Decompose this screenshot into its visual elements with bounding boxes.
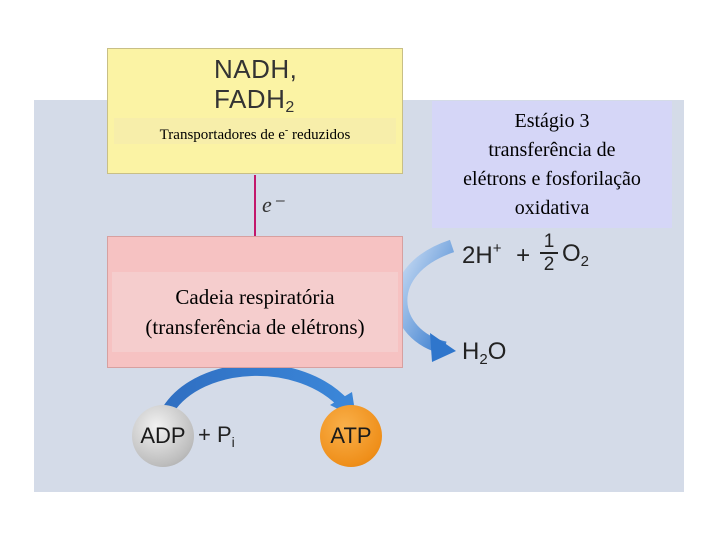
respiratory-chain-label: Cadeia respiratória (transferência de el… [112, 272, 398, 352]
chain-label-line1: Cadeia respiratória [175, 285, 335, 309]
stage-description-box: Estágio 3 transferência de elétrons e fo… [432, 101, 672, 228]
water-formula: H2O [462, 338, 507, 368]
carriers-formula: NADH, FADH2 [214, 54, 297, 123]
fadh2-label: FADH2 [214, 84, 295, 116]
one-half-fraction: 1 2 [540, 232, 558, 274]
atp-circle: ATP [320, 405, 382, 467]
water-formation-arrow [394, 239, 455, 355]
nadh-label: NADH, [214, 54, 298, 84]
stage-line2: transferência de [488, 138, 616, 161]
proton-oxygen-reactants: 2H+ + [462, 240, 531, 269]
reduced-carriers-box [107, 48, 403, 174]
oxygen-formula: O2 [562, 240, 590, 270]
chain-label-line2: (transferência de elétrons) [145, 315, 365, 339]
stage-line3: elétrons e fosforilação [463, 167, 641, 190]
phosphate-label: + Pi [198, 422, 235, 450]
water-formation-arrowhead [430, 333, 456, 362]
stage-title: Estágio 3 [514, 109, 590, 132]
stage-line4: oxidativa [514, 196, 590, 219]
adp-circle: ADP [132, 405, 194, 467]
atp-synthesis-arrow [162, 364, 350, 414]
electron-label: e⁻ [262, 192, 284, 217]
reduced-carriers-label: Transportadores de e- reduzidos [114, 118, 396, 144]
